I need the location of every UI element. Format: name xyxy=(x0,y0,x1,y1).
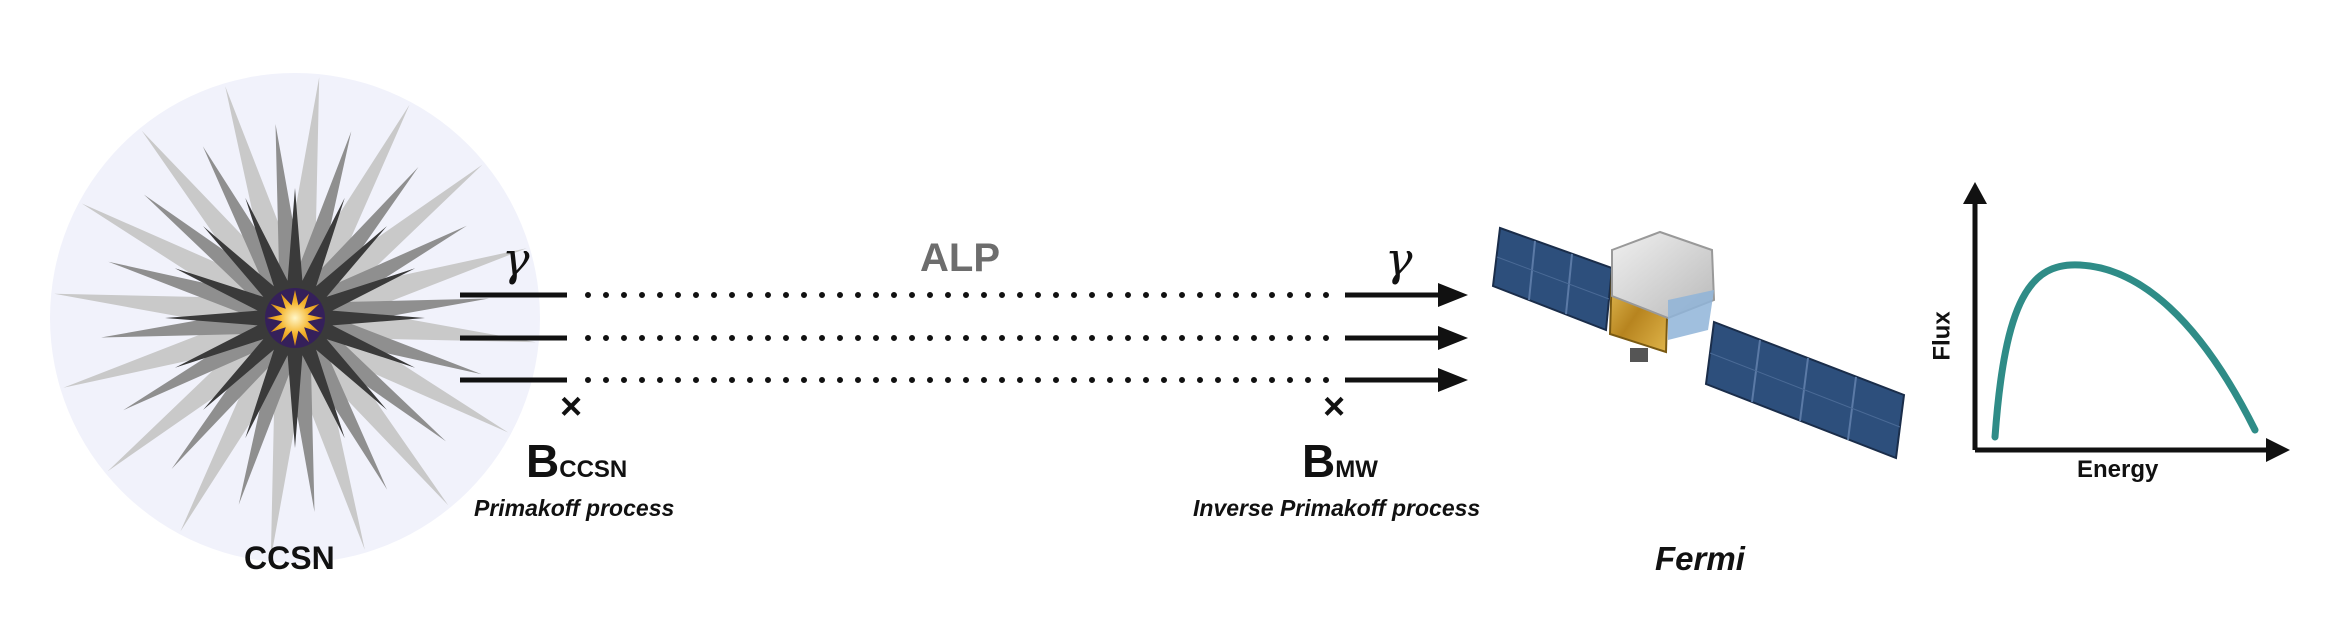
beam-lines xyxy=(460,292,1440,383)
conversion-marker-ccsn: × xyxy=(560,386,583,428)
photon-symbol-right: γ xyxy=(1385,232,1413,286)
field-label-mw: BMW xyxy=(1302,435,1378,487)
arrowhead-3 xyxy=(1438,368,1468,392)
y-axis-label: Flux xyxy=(1928,311,1956,361)
arrowhead-1 xyxy=(1438,283,1468,307)
process-label-inverse-primakoff: Inverse Primakoff process xyxy=(1193,495,1481,521)
spectrum-curve xyxy=(1991,261,2259,441)
ccsn-label: CCSN xyxy=(244,540,335,576)
x-axis-label: Energy xyxy=(2077,456,2159,483)
fermi-label: Fermi xyxy=(1655,540,1745,577)
solar-panel-right xyxy=(1704,320,1906,460)
alp-label: ALP xyxy=(920,236,1000,280)
y-axis-arrowhead xyxy=(1963,182,1987,204)
spectrum-plot xyxy=(1963,182,2290,462)
process-label-primakoff: Primakoff process xyxy=(474,495,675,521)
field-label-ccsn: BCCSN xyxy=(526,435,628,487)
arrowhead-2 xyxy=(1438,326,1468,350)
arrowheads xyxy=(1438,283,1468,392)
ccsn-star xyxy=(50,73,540,563)
x-axis-arrowhead xyxy=(2266,438,2290,462)
conversion-marker-mw: × xyxy=(1323,386,1346,428)
photon-symbol-left: γ xyxy=(502,232,530,286)
star-core xyxy=(267,290,323,346)
satellite-antenna xyxy=(1630,348,1648,362)
fermi-satellite xyxy=(1491,226,1906,460)
solar-panel-left xyxy=(1491,226,1614,332)
satellite-shield-blue xyxy=(1668,290,1714,340)
